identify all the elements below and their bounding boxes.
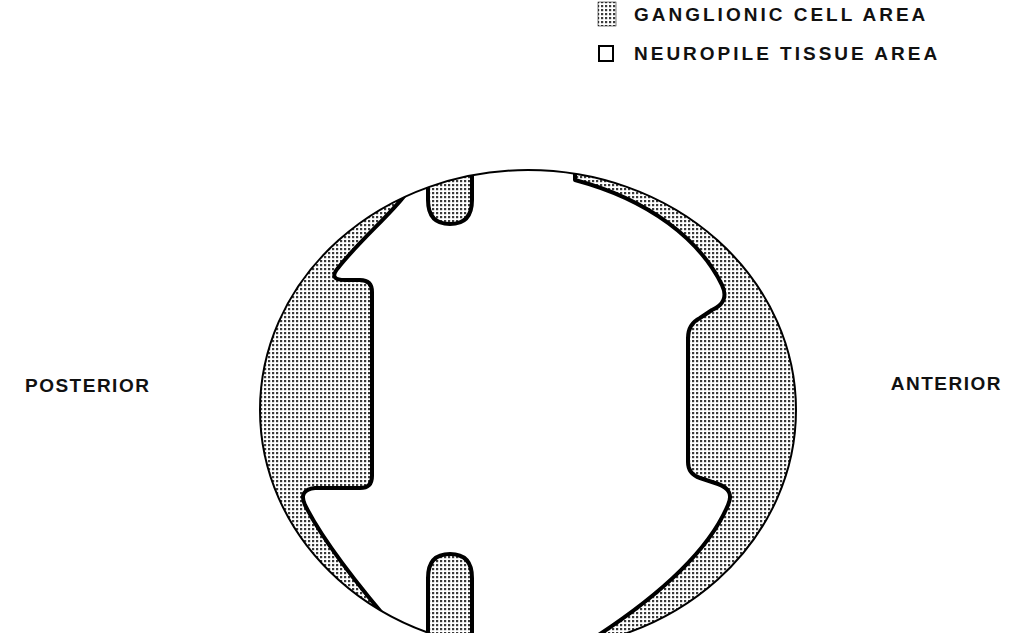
legend-swatch — [598, 45, 614, 62]
direction-label: POSTERIOR — [25, 376, 150, 395]
legend-text: GANGLIONIC CELL AREA — [634, 5, 928, 24]
ganglion-outline — [260, 170, 796, 633]
direction-label: ANTERIOR — [891, 374, 1002, 393]
legend-swatch — [597, 1, 617, 27]
neuropile-area — [303, 140, 730, 633]
legend-text: NEUROPILE TISSUE AREA — [634, 44, 940, 63]
